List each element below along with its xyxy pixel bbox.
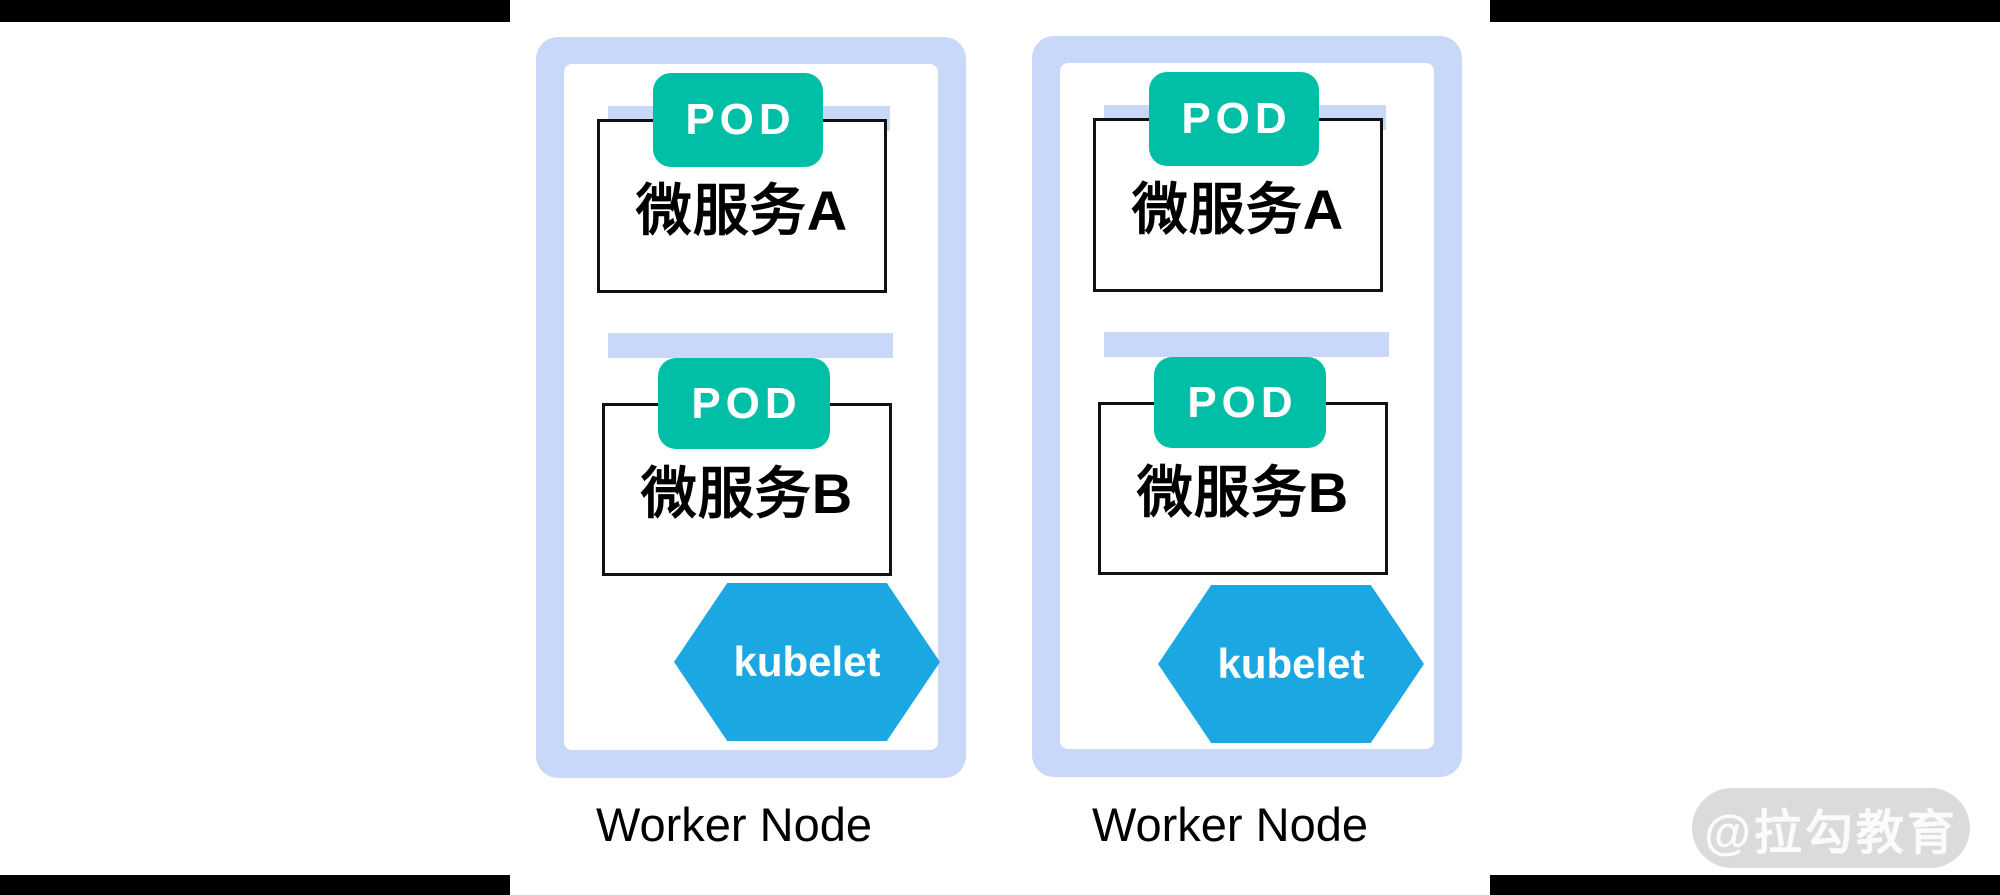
worker-node-1: 微服务A POD 微服务B POD kubelet xyxy=(536,37,966,778)
kubelet-hexagon: kubelet xyxy=(674,583,940,741)
kubelet-hexagon: kubelet xyxy=(1158,585,1424,743)
letterbox-bar-top-left xyxy=(0,0,510,22)
kubelet-label: kubelet xyxy=(733,638,881,685)
letterbox-bar-bottom-right xyxy=(1490,875,2000,895)
microservice-a-box: 微服务A xyxy=(1093,118,1383,292)
worker-node-2: 微服务A POD 微服务B POD kubelet xyxy=(1032,36,1462,777)
divider-bar xyxy=(1104,332,1389,357)
microservice-b-label: 微服务B xyxy=(1136,461,1350,524)
microservice-b-label: 微服务B xyxy=(640,462,854,525)
pod-badge: POD xyxy=(1149,72,1319,166)
microservice-a-label: 微服务A xyxy=(1131,177,1345,241)
worker-node-2-caption: Worker Node xyxy=(1091,798,1368,851)
letterbox-bar-bottom-left xyxy=(0,875,510,895)
letterbox-bar-top-right xyxy=(1490,0,2000,22)
watermark-badge: @拉勾教育 xyxy=(1692,788,1970,868)
worker-node-1-caption: Worker Node xyxy=(595,798,872,851)
microservice-a-label: 微服务A xyxy=(635,178,849,242)
divider-bar xyxy=(608,333,893,358)
pod-badge: POD xyxy=(658,358,830,449)
pod-badge: POD xyxy=(653,73,823,167)
pod-badge: POD xyxy=(1154,357,1326,448)
kubelet-label: kubelet xyxy=(1217,640,1365,687)
watermark-text: @拉勾教育 xyxy=(1704,807,1958,860)
